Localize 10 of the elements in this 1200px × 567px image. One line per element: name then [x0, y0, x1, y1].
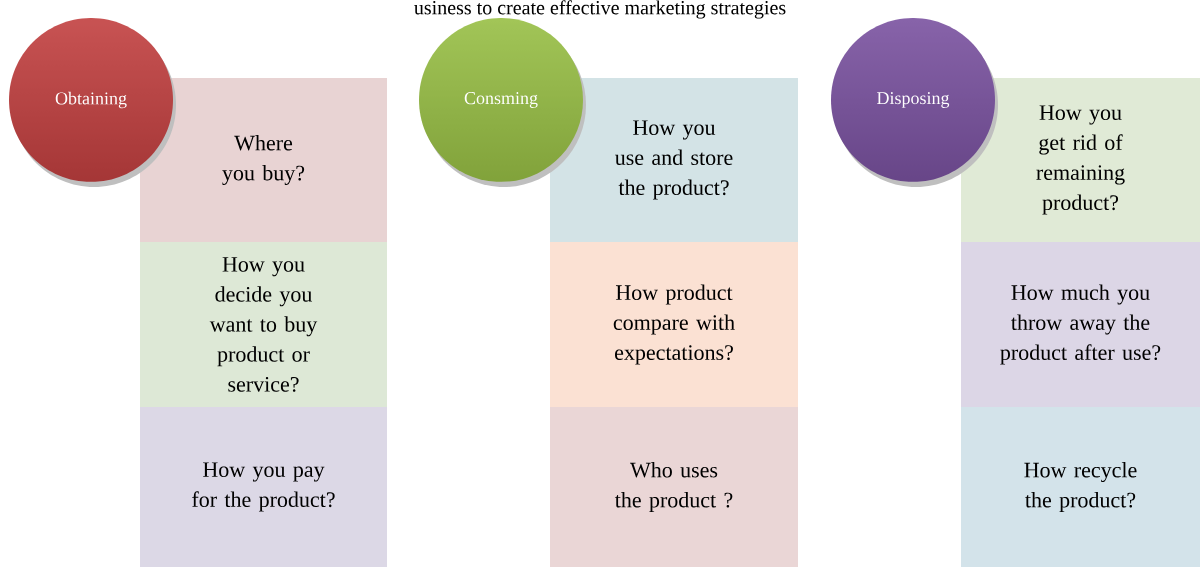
- question-box: How you get rid of remaining product?: [961, 78, 1200, 242]
- question-box: Who uses the product ?: [550, 407, 798, 567]
- question-box: How you use and store the product?: [550, 78, 798, 242]
- question-box: How much you throw away the product after use?: [961, 242, 1200, 407]
- question-box: How recycle the product?: [961, 407, 1200, 567]
- question-box: How you decide you want to buy product or service?: [140, 242, 387, 407]
- question-box: How you pay for the product?: [140, 407, 387, 567]
- body-text: usiness to create effective marketing strategies: [414, 0, 786, 19]
- question-box: How product compare with expectations?: [550, 242, 798, 407]
- question-box: Where you buy?: [140, 78, 387, 242]
